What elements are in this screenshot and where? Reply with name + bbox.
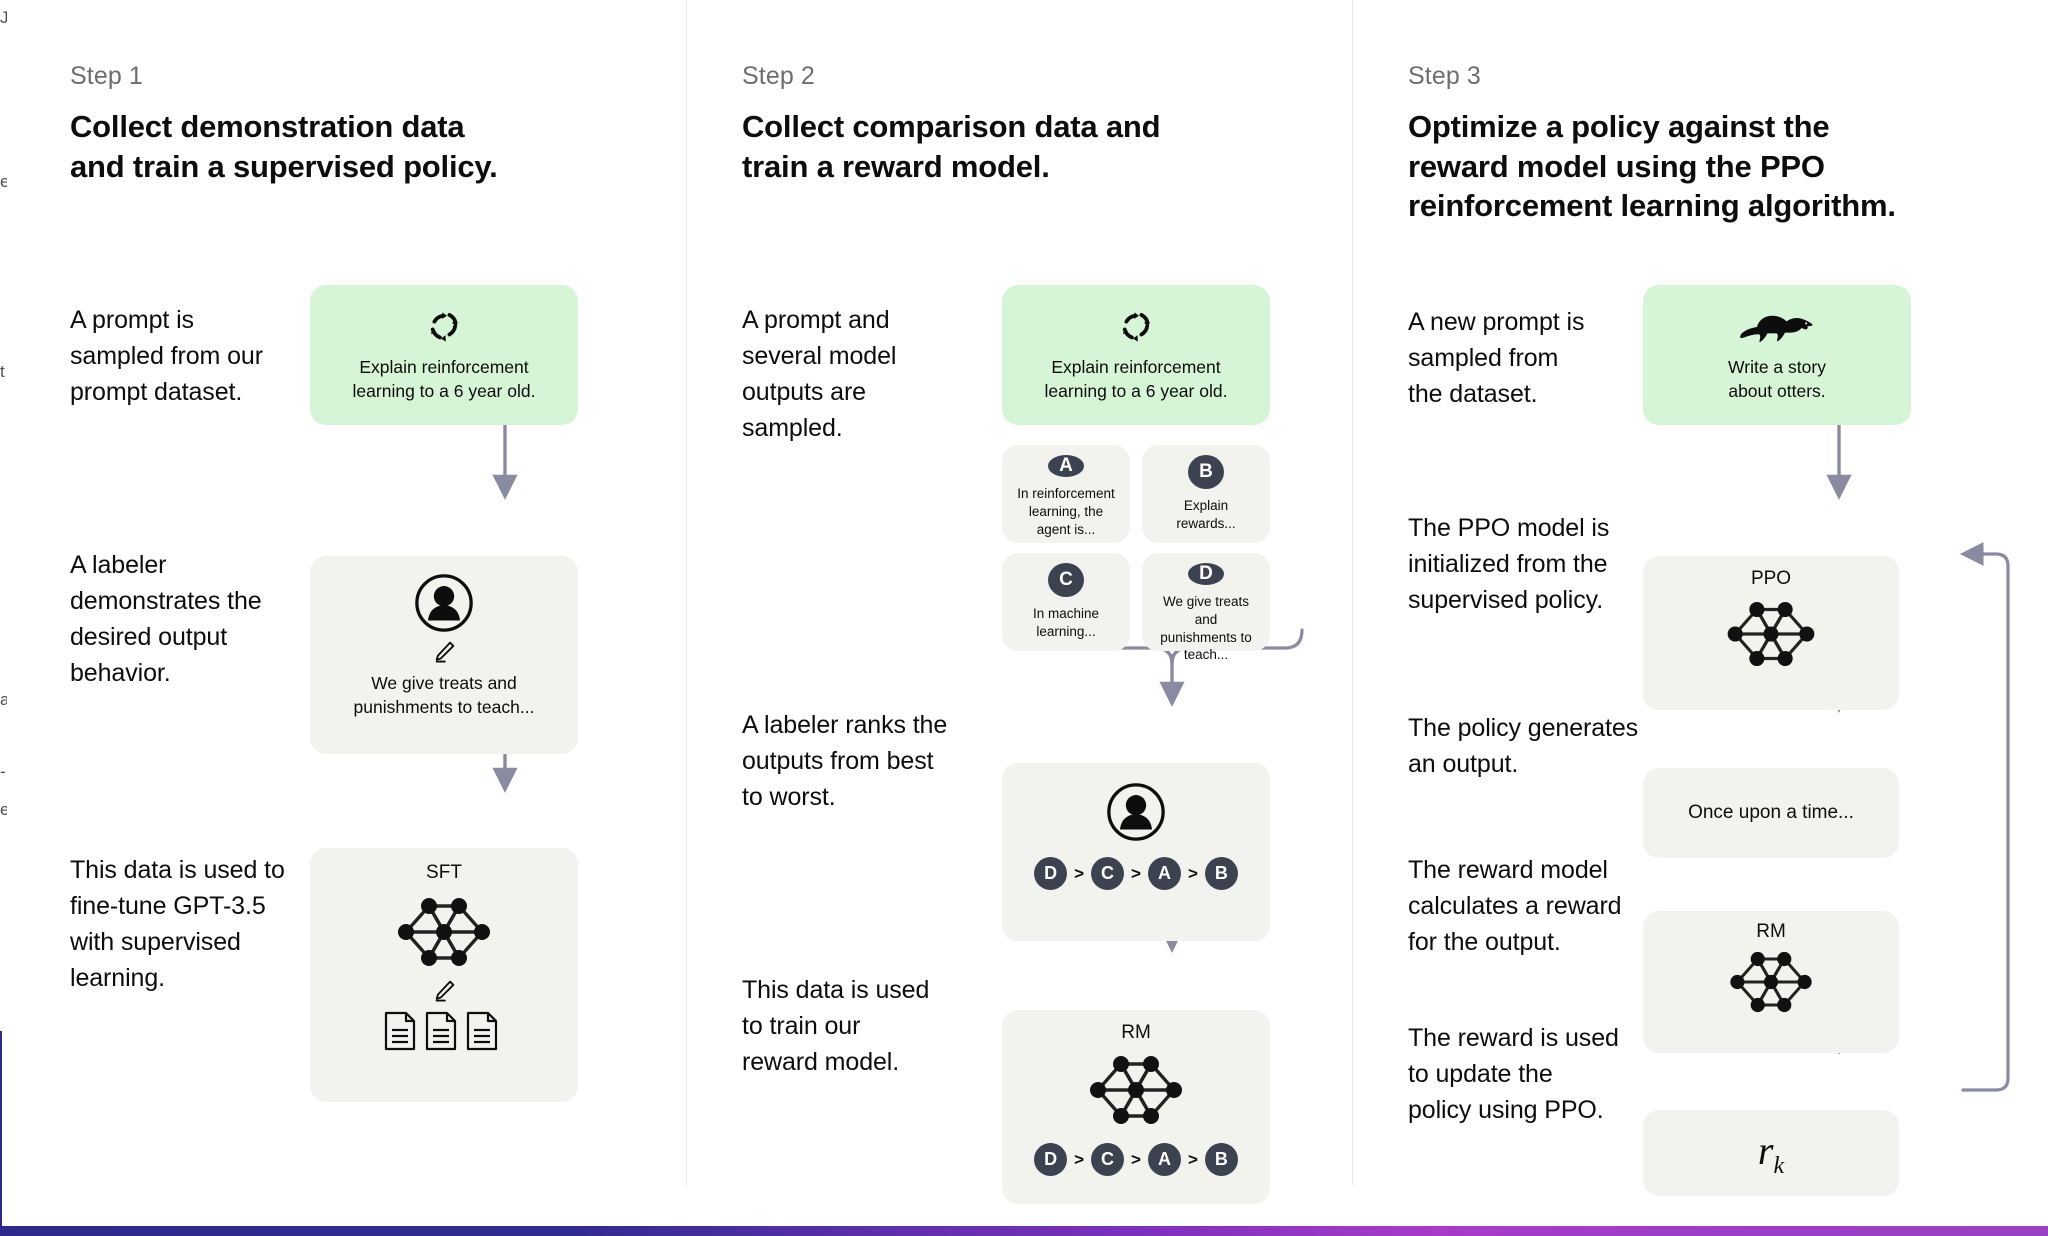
rank-badge-3: A: [1147, 1143, 1181, 1176]
pencil-icon: [431, 978, 457, 1004]
rank-separator: >: [1187, 863, 1198, 883]
neural-network-icon: [1725, 943, 1817, 1021]
rm-card-title: RM: [1121, 1022, 1151, 1043]
step-label: Step 1: [70, 62, 143, 90]
reward-symbol-subscript: k: [1773, 1152, 1785, 1179]
prompt-card-text: Explain reinforcement learning to a 6 ye…: [1044, 356, 1228, 401]
step-label: Step 2: [742, 62, 815, 90]
pencil-icon: [431, 639, 457, 665]
rank-badge-1: D: [1034, 1143, 1068, 1176]
column-step-2: Step 2 Collect comparison data and train…: [686, 0, 1352, 1204]
output-badge-d: D: [1188, 563, 1224, 585]
reward-symbol-base: r: [1757, 1127, 1774, 1173]
documents-icon: [383, 1010, 505, 1052]
paragraph-reward-model-calculates: The reward model calculates a reward for…: [1408, 856, 1622, 956]
neural-network-icon: [1084, 1046, 1188, 1134]
rank-badge-2: C: [1091, 1143, 1125, 1176]
paragraph-new-prompt: A new prompt is sampled from the dataset…: [1408, 308, 1585, 408]
paragraph-finetune-gpt: This data is used to fine-tune GPT-3.5 w…: [70, 856, 285, 992]
rank-separator: >: [1131, 1149, 1141, 1169]
ranking-row: D > C > A > B: [1034, 1143, 1238, 1176]
prompt-card[interactable]: Explain reinforcement learning to a 6 ye…: [1002, 285, 1270, 425]
person-circle-icon: [1105, 781, 1167, 843]
output-card-c[interactable]: C In machine learning...: [1002, 553, 1130, 651]
edge-fragment: e: [0, 172, 7, 191]
output-badge-a: A: [1048, 455, 1084, 477]
paragraph-prompt-sampled: A prompt is sampled from our prompt data…: [70, 306, 263, 406]
prompt-card[interactable]: Explain reinforcement learning to a 6 ye…: [310, 285, 578, 425]
reward-card[interactable]: rk: [1643, 1110, 1899, 1196]
new-prompt-card[interactable]: Write a story about otters.: [1643, 285, 1911, 425]
prompt-card-text: Explain reinforcement learning to a 6 ye…: [352, 356, 536, 401]
edge-fragment: -: [0, 762, 6, 781]
rm-card-title: RM: [1756, 921, 1786, 942]
refresh-cycle-icon: [1116, 307, 1156, 347]
refresh-cycle-icon: [424, 307, 464, 347]
neural-network-icon: [392, 888, 496, 976]
paragraph-train-reward-model: This data is used to train our reward mo…: [742, 976, 930, 1076]
ranking-row: D > C > A > B: [1034, 857, 1238, 890]
paragraph-labeler-ranks: A labeler ranks the outputs from best to…: [742, 711, 948, 811]
output-card[interactable]: Once upon a time...: [1643, 768, 1899, 858]
new-prompt-card-text: Write a story about otters.: [1728, 356, 1826, 401]
output-text-b: Explain rewards...: [1176, 498, 1236, 532]
labeler-rank-card[interactable]: D > C > A > B: [1002, 763, 1270, 941]
columns-container: Step 1 Collect demonstration data and tr…: [0, 0, 2048, 1204]
rank-badge-4: B: [1204, 1143, 1238, 1176]
edge-fragment: e: [0, 800, 7, 819]
output-card-a[interactable]: A In reinforcement learning, the agent i…: [1002, 445, 1130, 543]
rank-separator: >: [1187, 1149, 1198, 1169]
rank-badge-3: A: [1147, 857, 1181, 890]
rank-separator: >: [1074, 863, 1085, 883]
sft-card[interactable]: SFT: [310, 848, 578, 1102]
sft-card-title: SFT: [426, 862, 462, 883]
edge-fragment: t: [0, 362, 5, 381]
reward-symbol: rk: [1758, 1127, 1784, 1180]
output-text-c: In machine learning...: [1032, 606, 1100, 640]
rm-card[interactable]: RM: [1643, 911, 1899, 1053]
output-text-a: In reinforcement learning, the agent is.…: [1017, 486, 1115, 537]
rm-card[interactable]: RM: [1002, 1010, 1270, 1204]
labeler-card[interactable]: We give treats and punishments to teach.…: [310, 556, 578, 754]
ppo-card-title: PPO: [1750, 568, 1792, 589]
otter-icon: [1737, 307, 1817, 347]
output-text-d: We give treats and punishments to teach.…: [1160, 594, 1252, 663]
rank-badge-4: B: [1204, 857, 1238, 890]
ppo-card[interactable]: PPO: [1643, 556, 1899, 710]
left-accent-rule: [0, 1031, 2, 1226]
step-label: Step 3: [1408, 62, 1481, 90]
output-card-d[interactable]: D We give treats and punishments to teac…: [1142, 553, 1270, 662]
step-title: Collect demonstration data and train a s…: [70, 109, 498, 184]
output-card-text: Once upon a time...: [1688, 802, 1854, 824]
step-title: Optimize a policy against the reward mod…: [1408, 109, 1896, 224]
column-step-1: Step 1 Collect demonstration data and tr…: [0, 0, 686, 1185]
edge-fragment: J: [0, 8, 7, 27]
output-card-b[interactable]: B Explain rewards...: [1142, 445, 1270, 543]
paragraph-policy-generates: The policy generates an output.: [1408, 714, 1639, 778]
output-badge-c: C: [1048, 563, 1084, 598]
column-step-3: Step 3 Optimize a policy against the rew…: [1352, 0, 2048, 1196]
rank-badge-1: D: [1034, 857, 1068, 890]
step-title: Collect comparison data and train a rewa…: [742, 109, 1161, 184]
output-badge-b: B: [1188, 455, 1224, 490]
paragraph-prompt-outputs: A prompt and several model outputs are s…: [742, 306, 897, 442]
paragraph-labeler-demonstrates: A labeler demonstrates the desired outpu…: [70, 551, 262, 687]
rank-separator: >: [1131, 863, 1141, 883]
paragraph-ppo-initialized: The PPO model is initialized from the su…: [1408, 514, 1610, 614]
rank-badge-2: C: [1091, 857, 1125, 890]
person-circle-icon: [413, 572, 475, 634]
edge-fragment: a: [0, 690, 7, 709]
rank-separator: >: [1074, 1149, 1085, 1169]
neural-network-icon: [1722, 592, 1820, 676]
bottom-gradient-bar: [0, 1226, 2048, 1236]
labeler-card-text: We give treats and punishments to teach.…: [353, 673, 535, 717]
paragraph-reward-update-policy: The reward is used to update the policy …: [1408, 1024, 1619, 1124]
